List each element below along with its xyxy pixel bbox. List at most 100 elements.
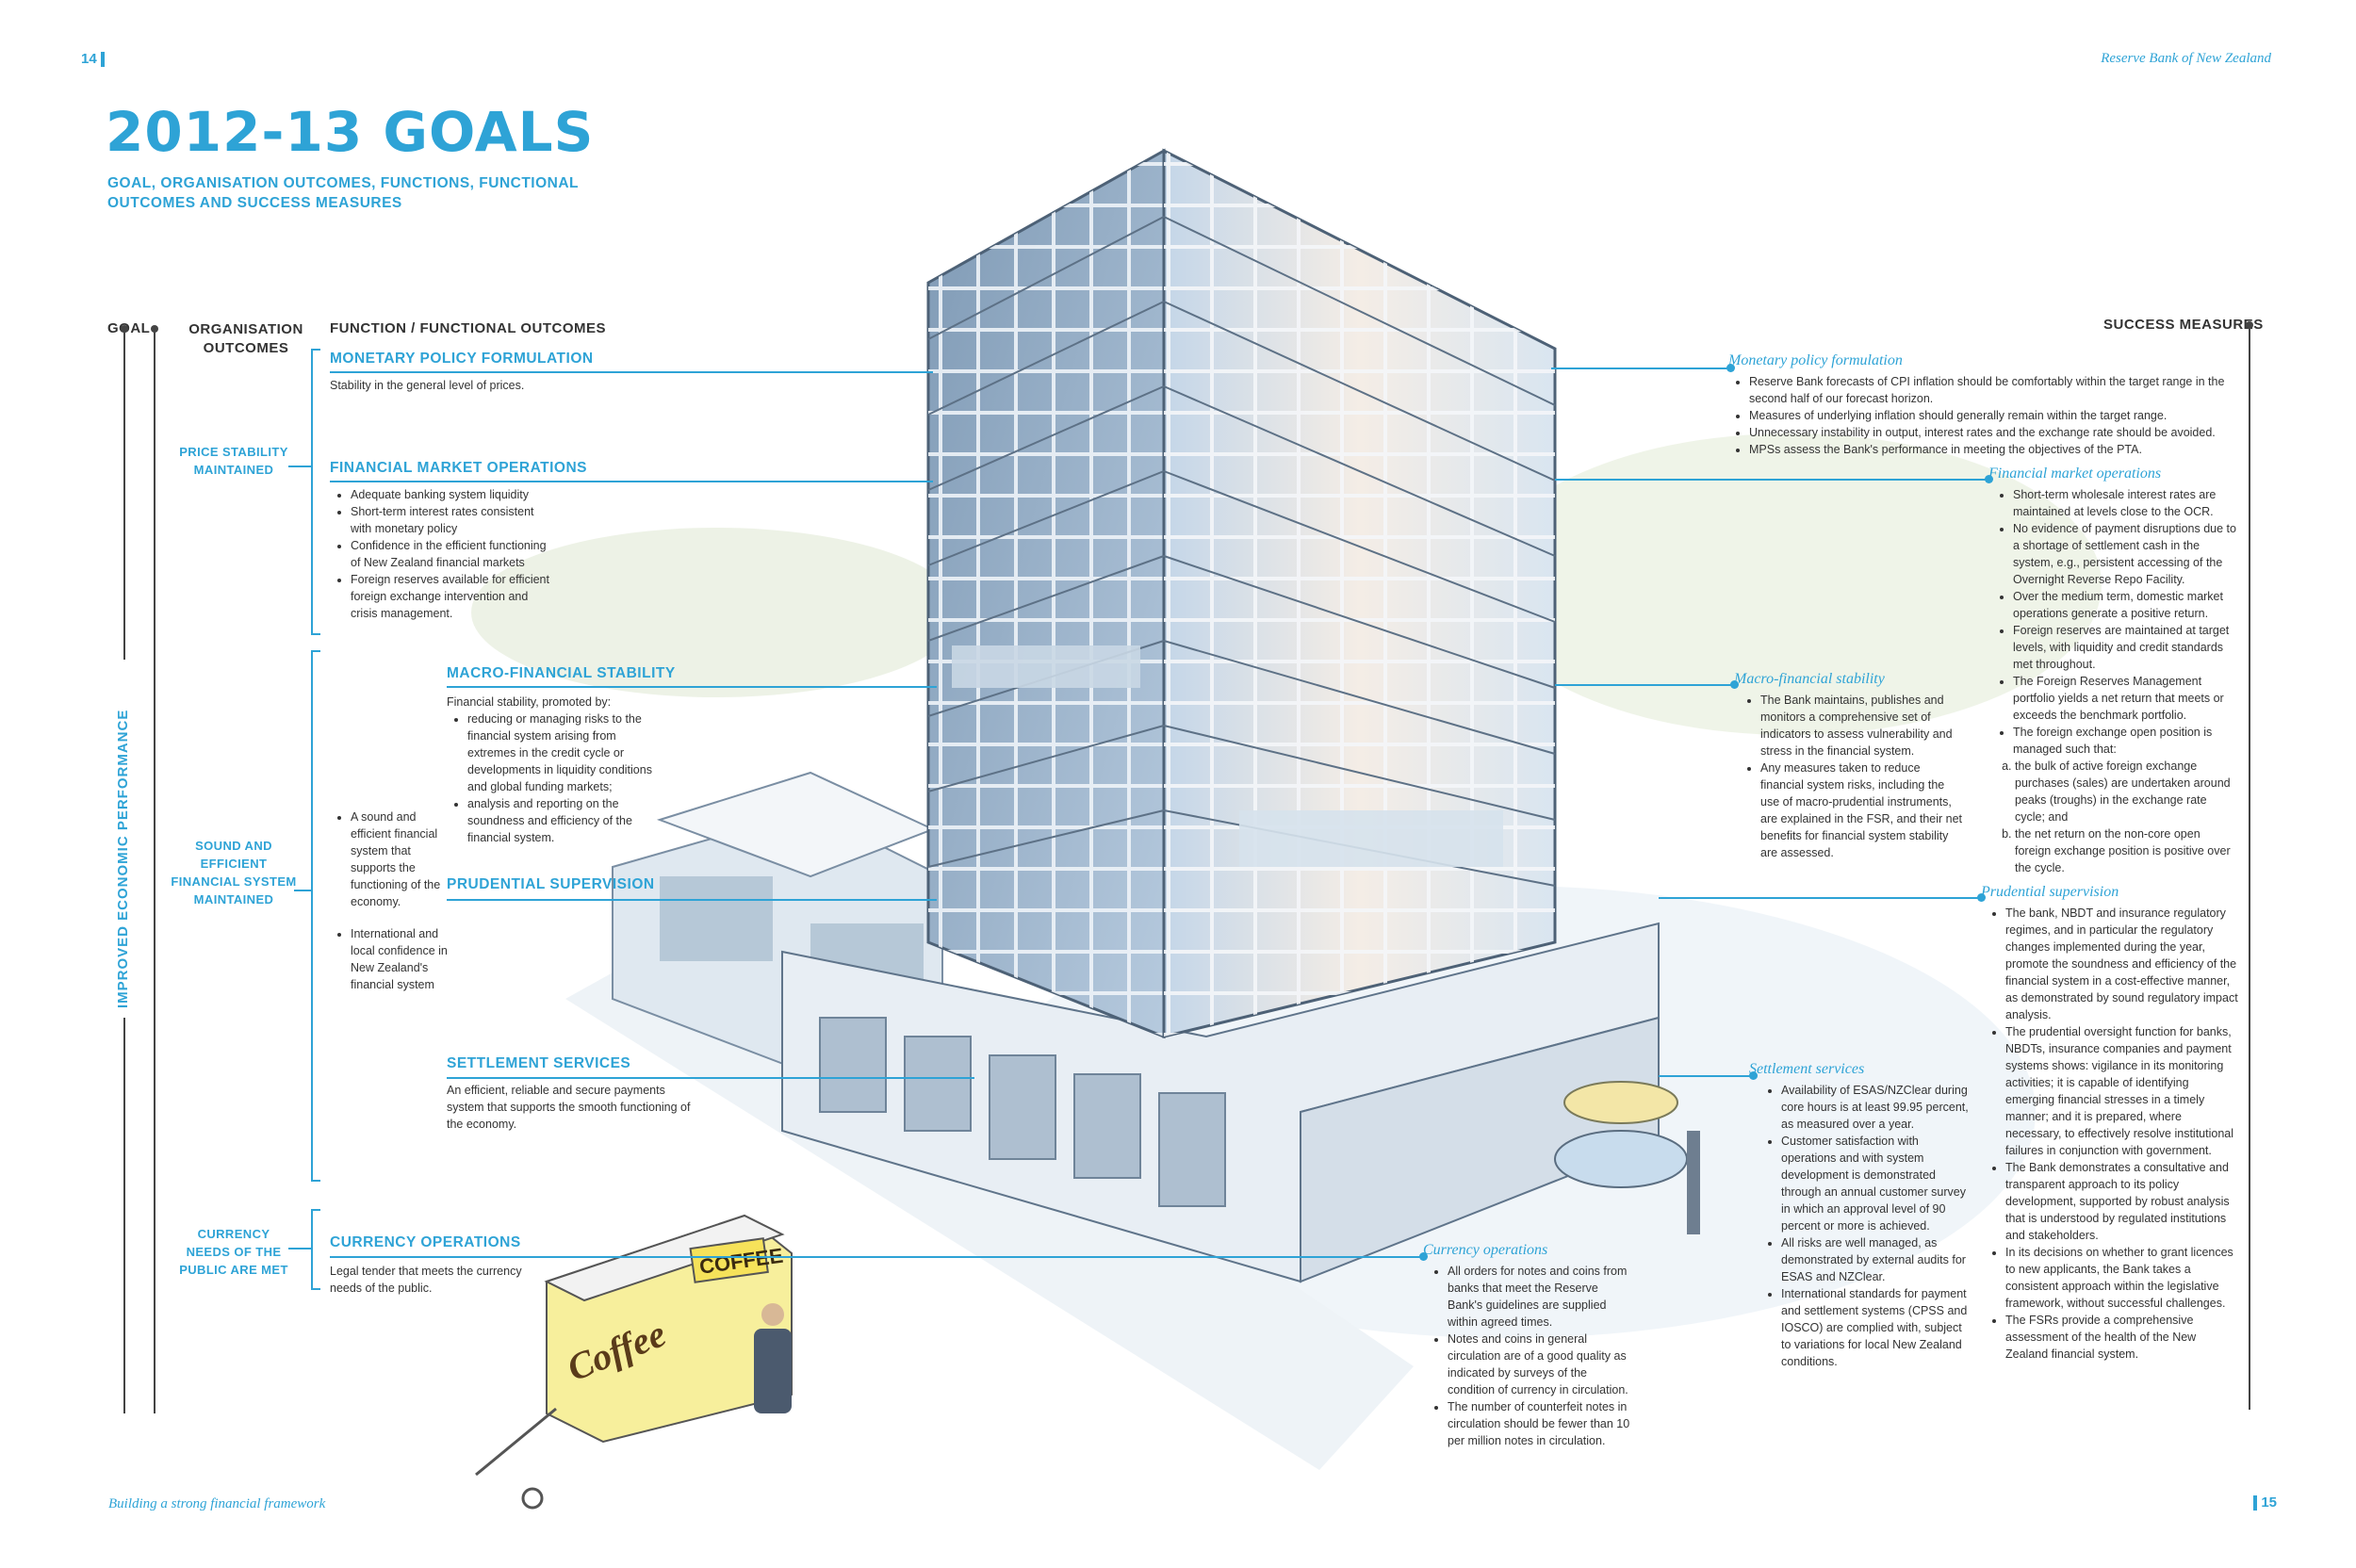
- macro-intro: Financial stability, promoted by:: [447, 695, 612, 709]
- page-number-left-text: 14: [81, 51, 97, 67]
- connector-currency-left: [330, 1256, 1423, 1258]
- function-monetary-title: MONETARY POLICY FORMULATION: [330, 351, 594, 367]
- success-fmo-item: No evidence of payment disruptions due t…: [2013, 520, 2239, 588]
- bracket-price: [311, 349, 320, 635]
- page-number-right: 15: [2253, 1494, 2277, 1511]
- org-dot: [151, 325, 158, 333]
- function-settlement-text: An efficient, reliable and secure paymen…: [447, 1084, 691, 1131]
- sound-outcome-item: International and local confidence in Ne…: [351, 925, 450, 993]
- connector-fmo-right: [1555, 479, 1988, 481]
- footer-tagline: Building a strong financial framework: [108, 1496, 326, 1511]
- bracket-sound: [311, 650, 320, 1182]
- success-monetary-item: MPSs assess the Bank's performance in me…: [1749, 441, 2245, 458]
- success-settlement-item: International standards for payment and …: [1781, 1285, 1973, 1370]
- success-monetary-item: Measures of underlying inflation should …: [1749, 407, 2245, 424]
- success-fmo-item: Over the medium term, domestic market op…: [2013, 588, 2239, 622]
- col-header-success: SUCCESS MEASURES: [2103, 317, 2264, 333]
- success-currency-list: All orders for notes and coins from bank…: [1427, 1263, 1634, 1449]
- success-settlement-item: Customer satisfaction with operations an…: [1781, 1133, 1973, 1234]
- fmo-item: Confidence in the efficient functioning …: [351, 537, 556, 571]
- function-currency-title: CURRENCY OPERATIONS: [330, 1234, 521, 1250]
- page-title: 2012-13 GOALS: [106, 100, 595, 164]
- success-macro-title: Macro-financial stability: [1734, 671, 1885, 687]
- function-monetary-text: Stability in the general level of prices…: [330, 379, 525, 392]
- connector-prudential-left: [447, 899, 937, 901]
- success-dot: [2246, 321, 2253, 329]
- success-fmo-item: The Foreign Reserves Management portfoli…: [2013, 673, 2239, 724]
- success-settlement-item: All risks are well managed, as demonstra…: [1781, 1234, 1973, 1285]
- success-prudential-dot: [1977, 893, 1986, 902]
- function-macro-block: Financial stability, promoted by: reduci…: [447, 694, 659, 846]
- org-price-connector: [288, 466, 311, 467]
- success-monetary-item: Unnecessary instability in output, inter…: [1749, 424, 2245, 441]
- success-monetary-list: Reserve Bank forecasts of CPI inflation …: [1728, 373, 2245, 458]
- org-sound-connector: [294, 890, 311, 891]
- connector-settlement-right: [1659, 1075, 1753, 1077]
- fmo-item: Foreign reserves available for efficient…: [351, 571, 556, 622]
- success-monetary-dot: [1726, 364, 1735, 372]
- page-bar: [100, 52, 105, 68]
- connector-monetary-right: [1551, 368, 1730, 369]
- page-number-right-text: 15: [2261, 1494, 2277, 1511]
- function-settlement-title: SETTLEMENT SERVICES: [447, 1055, 631, 1071]
- success-fmo-title: Financial market operations: [1988, 466, 2162, 482]
- org-price-stability: PRICE STABILITY MAINTAINED: [179, 445, 288, 477]
- page-number-left: 14: [81, 51, 105, 68]
- function-fmo-list: Adequate banking system liquidity Short-…: [330, 486, 556, 622]
- success-settlement-list: Availability of ESAS/NZClear during core…: [1760, 1082, 1973, 1370]
- publisher-name: Reserve Bank of New Zealand: [2101, 51, 2271, 66]
- success-currency-dot: [1419, 1252, 1428, 1261]
- success-settlement-title: Settlement services: [1749, 1061, 1865, 1077]
- success-prudential-item: The FSRs provide a comprehensive assessm…: [2005, 1312, 2239, 1363]
- macro-item: reducing or managing risks to the financ…: [467, 710, 659, 795]
- connector-settlement-left: [447, 1077, 974, 1079]
- col-header-goal: GOAL: [107, 320, 151, 336]
- goal-dot: [121, 325, 128, 333]
- success-currency-item: All orders for notes and coins from bank…: [1448, 1263, 1634, 1331]
- success-fmo-list: Short-term wholesale interest rates are …: [1992, 486, 2239, 876]
- success-macro-list: The Bank maintains, publishes and monito…: [1740, 692, 1966, 861]
- org-currency-connector: [288, 1248, 311, 1250]
- col-header-function: FUNCTION / FUNCTIONAL OUTCOMES: [330, 320, 607, 336]
- success-line: [2249, 326, 2250, 1410]
- goal-text-bg: [119, 660, 132, 1018]
- success-macro-item: Any measures taken to reduce financial s…: [1760, 760, 1966, 861]
- goal-text: IMPROVED ECONOMIC PERFORMANCE: [115, 709, 131, 1008]
- success-settlement-dot: [1749, 1071, 1758, 1080]
- page-subtitle: GOAL, ORGANISATION OUTCOMES, FUNCTIONS, …: [107, 175, 579, 211]
- connector-prudential-right: [1659, 897, 1979, 899]
- function-macro-title: MACRO-FINANCIAL STABILITY: [447, 665, 676, 681]
- success-fmo-subitem: the net return on the non-core open fore…: [2015, 825, 2239, 876]
- macro-item: analysis and reporting on the soundness …: [467, 795, 659, 846]
- org-currency-needs: CURRENCY NEEDS OF THE PUBLIC ARE MET: [179, 1227, 288, 1277]
- success-fmo-subitem: the bulk of active foreign exchange purc…: [2015, 758, 2239, 825]
- connector-macro-left: [447, 686, 937, 688]
- success-settlement-item: Availability of ESAS/NZClear during core…: [1781, 1082, 1973, 1133]
- success-prudential-item: In its decisions on whether to grant lic…: [2005, 1244, 2239, 1312]
- org-line: [154, 330, 155, 1413]
- connector-macro-right: [1555, 684, 1734, 686]
- success-macro-dot: [1730, 680, 1739, 689]
- success-fmo-item: Short-term wholesale interest rates are …: [2013, 486, 2239, 520]
- success-monetary-title: Monetary policy formulation: [1728, 352, 1903, 368]
- success-prudential-item: The bank, NBDT and insurance regulatory …: [2005, 905, 2239, 1023]
- sound-outcomes: A sound and efficient financial system t…: [332, 808, 450, 993]
- sound-outcome-item: A sound and efficient financial system t…: [351, 808, 450, 910]
- fmo-item: Adequate banking system liquidity: [351, 486, 556, 503]
- success-prudential-item: The Bank demonstrates a consultative and…: [2005, 1159, 2239, 1244]
- function-currency-text: Legal tender that meets the currency nee…: [330, 1265, 522, 1295]
- success-currency-title: Currency operations: [1423, 1242, 1548, 1258]
- col-header-org: ORGANISATION OUTCOMES: [188, 321, 303, 356]
- success-prudential-list: The bank, NBDT and insurance regulatory …: [1985, 905, 2239, 1363]
- bracket-currency: [311, 1209, 320, 1290]
- success-prudential-item: The prudential oversight function for ba…: [2005, 1023, 2239, 1159]
- success-macro-item: The Bank maintains, publishes and monito…: [1760, 692, 1966, 760]
- success-currency-item: Notes and coins in general circulation a…: [1448, 1331, 1634, 1398]
- success-monetary-item: Reserve Bank forecasts of CPI inflation …: [1749, 373, 2245, 407]
- success-prudential-title: Prudential supervision: [1981, 884, 2119, 900]
- function-fmo-title: FINANCIAL MARKET OPERATIONS: [330, 460, 587, 476]
- function-prudential-title: PRUDENTIAL SUPERVISION: [447, 876, 655, 892]
- connector-monetary-left: [330, 371, 933, 373]
- page-bar: [2253, 1495, 2258, 1511]
